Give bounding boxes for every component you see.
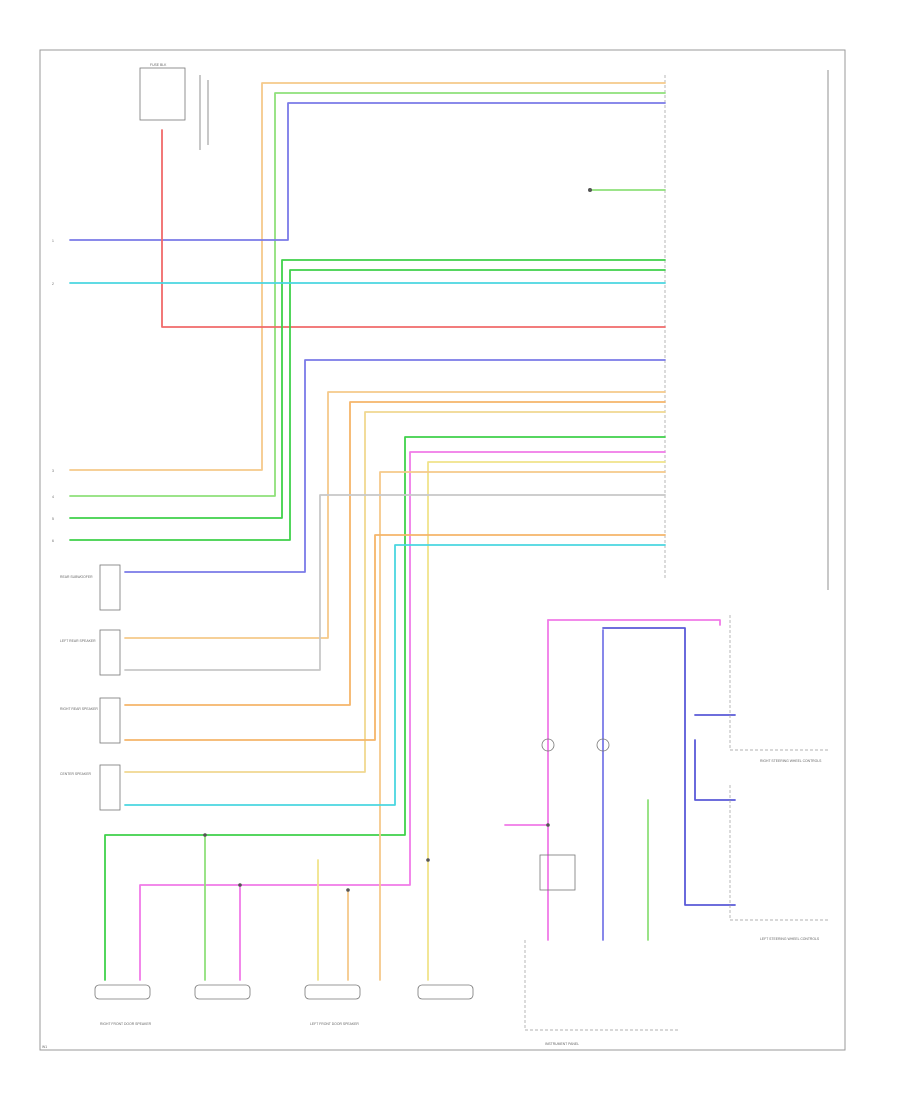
svg-text:2: 2 <box>52 282 54 286</box>
diagram-frame <box>39 49 846 1051</box>
fuse-block-label: FUSE BLK <box>150 63 167 67</box>
splices <box>203 188 592 892</box>
wire-lightgreen-top <box>69 92 666 497</box>
wire-tan-top <box>69 82 666 471</box>
center-speaker-label: CENTER SPEAKER <box>60 772 91 776</box>
left-rear-speaker-label: LEFT REAR SPEAKER <box>60 639 96 643</box>
svg-text:1: 1 <box>52 239 54 243</box>
fuse-block: FUSE BLK <box>139 63 209 150</box>
right-steering-label: RIGHT STEERING WHEEL CONTROLS <box>760 759 822 763</box>
right-rear-speaker: RIGHT REAR SPEAKER <box>60 697 121 744</box>
left-front-door-speaker-label: LEFT FRONT DOOR SPEAKER <box>310 1022 359 1026</box>
svg-text:3: 3 <box>52 469 54 473</box>
wire-green-2 <box>69 269 666 541</box>
svg-text:4: 4 <box>52 495 54 499</box>
wire-blue-steer-3 <box>694 739 736 801</box>
right-steering-controls: RIGHT STEERING WHEEL CONTROLS <box>729 615 830 763</box>
svg-text:5: 5 <box>52 517 54 521</box>
wire-red-battery <box>161 129 666 328</box>
wire-tan-front <box>379 471 666 981</box>
center-speaker: CENTER SPEAKER <box>60 764 121 811</box>
wire-gray-sub <box>124 494 666 671</box>
wire-orange-bottom <box>124 534 666 741</box>
wire-orange-lr <box>124 391 666 639</box>
right-rear-speaker-label: RIGHT REAR SPEAKER <box>60 707 98 711</box>
speaker-left-front <box>304 984 361 1000</box>
rear-subwoofer: REAR SUBWOOFER <box>60 564 121 611</box>
right-front-door-speaker-label: RIGHT FRONT DOOR SPEAKER <box>100 1022 152 1026</box>
instrument-panel: INSTRUMENT PANEL <box>524 738 680 1046</box>
wire-orange-rr-1 <box>124 401 666 706</box>
left-steering-controls: LEFT STEERING WHEEL CONTROLS <box>729 785 830 941</box>
wire-ends: 1 2 3 4 5 6 <box>52 239 54 543</box>
wire-pink-ip <box>547 619 721 626</box>
speaker-right-front-door <box>194 984 251 1000</box>
wire-yellow-front <box>427 461 666 981</box>
wire-darkblue-steer <box>602 627 736 906</box>
left-rear-speaker: LEFT REAR SPEAKER <box>60 629 121 676</box>
wire-blue-top <box>69 102 666 241</box>
speaker-right-front <box>94 984 151 1000</box>
wire-cyan-bottom <box>124 544 666 806</box>
wire-orange-rr-2 <box>124 411 666 773</box>
wire-green-front <box>104 436 666 981</box>
wire-pink-front <box>139 451 666 981</box>
radio-connector <box>664 70 829 590</box>
instrument-panel-label: INSTRUMENT PANEL <box>545 1042 579 1046</box>
wire-green-1 <box>69 259 666 519</box>
left-steering-label: LEFT STEERING WHEEL CONTROLS <box>760 937 820 941</box>
door-speakers: RIGHT FRONT DOOR SPEAKER LEFT FRONT DOOR… <box>94 984 474 1026</box>
svg-text:6: 6 <box>52 539 54 543</box>
footer-label: W1 <box>42 1045 47 1049</box>
speaker-left-front-door <box>417 984 474 1000</box>
rear-subwoofer-label: REAR SUBWOOFER <box>60 575 93 579</box>
wire-blue-sub <box>124 359 666 573</box>
wires <box>69 82 736 981</box>
